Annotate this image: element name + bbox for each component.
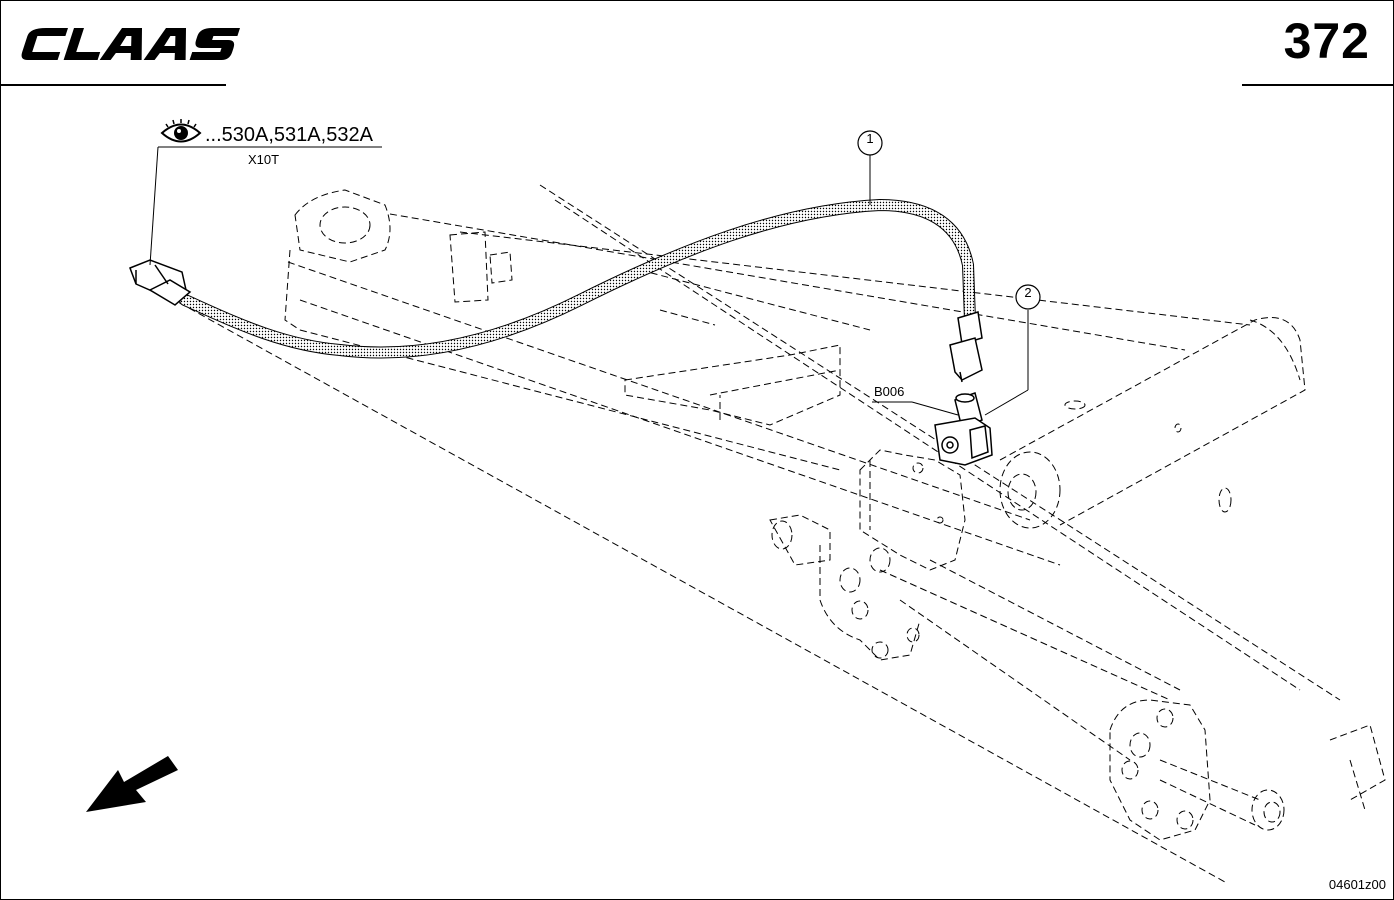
component-label: B006 [874, 384, 905, 399]
connector-plug [949, 311, 983, 383]
leader-lines [149, 146, 1029, 416]
reference-label: ...530A,531A,532A [205, 124, 373, 146]
drawing-code: 04601z00 [1328, 877, 1386, 892]
callout-circle-2 [1015, 284, 1041, 310]
arrow-down-left-icon [86, 756, 178, 812]
cable-harness [179, 198, 976, 359]
page-number: 372 [1283, 13, 1370, 69]
sensor-b006 [934, 392, 993, 466]
callout-1[interactable]: 1 [866, 131, 874, 146]
connector-label: X10T [248, 152, 280, 167]
eye-icon [160, 119, 202, 143]
claas-logo [21, 28, 240, 60]
frame-outline [159, 184, 1386, 883]
callout-circle-1 [857, 130, 883, 156]
callout-2[interactable]: 2 [1024, 285, 1032, 300]
connector-x10t [129, 259, 192, 306]
